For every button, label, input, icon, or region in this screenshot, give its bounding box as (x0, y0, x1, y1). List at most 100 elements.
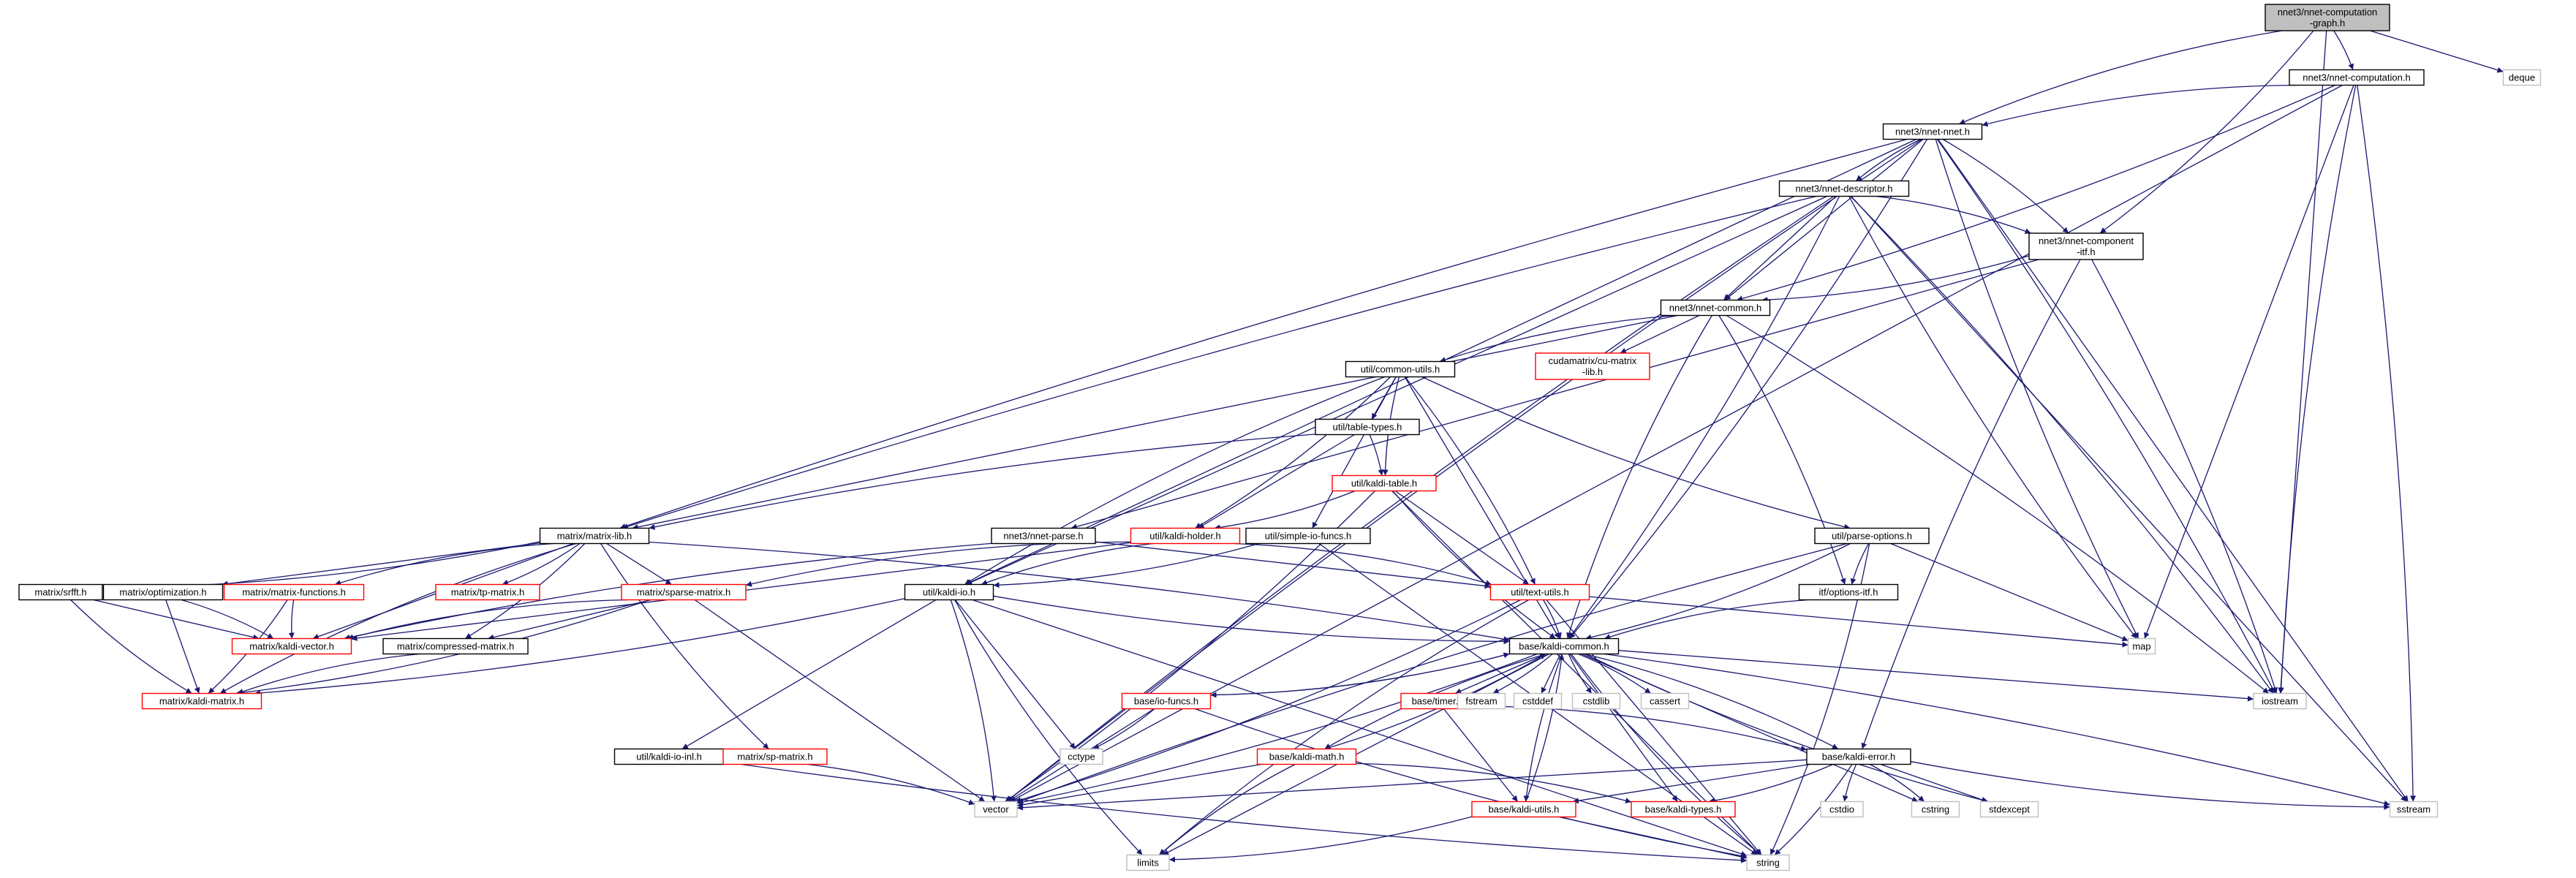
edge-matrix-lib-to-kaldi-common (649, 541, 1510, 643)
edge-line (2144, 85, 2354, 639)
node-kaldi-vector[interactable]: matrix/kaldi-vector.h (231, 637, 352, 655)
edge-line (622, 195, 1817, 529)
node-label: nnet3/nnet-descriptor.h (1796, 183, 1893, 194)
node-nnet-computation[interactable]: nnet3/nnet-computation.h (2289, 69, 2425, 86)
edge-text-utils-to-map (1589, 596, 2129, 648)
node-cstdlib: cstdlib (1571, 692, 1621, 710)
edge-line (649, 434, 1316, 530)
node-label: util/table-types.h (1333, 422, 1402, 433)
node-kaldi-math[interactable]: base/kaldi-math.h (1256, 748, 1357, 765)
edge-nnet-computation-to-map (2144, 85, 2354, 639)
node-timer[interactable]: base/timer.h (1400, 692, 1475, 710)
node-box (1571, 692, 1621, 710)
node-optimization[interactable]: matrix/optimization.h (102, 583, 224, 601)
edge-line (1726, 314, 2270, 695)
node-kaldi-holder[interactable]: util/kaldi-holder.h (1130, 527, 1241, 545)
node-box (539, 527, 650, 545)
edge-kaldi-error-to-kaldi-types (1708, 763, 1834, 804)
node-nnet-parse[interactable]: nnet3/nnet-parse.h (991, 527, 1096, 545)
edge-line (1584, 653, 1839, 750)
node-srfft[interactable]: matrix/srfft.h (18, 583, 103, 601)
node-nnet-nnet[interactable]: nnet3/nnet-nnet.h (1882, 123, 1983, 140)
edge-kaldi-common-to-string (1571, 654, 1761, 855)
edge-line (181, 599, 274, 640)
edge-line (235, 599, 650, 696)
node-root[interactable]: nnet3/nnet-computation-graph.h (2265, 4, 2390, 31)
node-label: iostream (2262, 696, 2298, 707)
node-itf-options[interactable]: itf/options-itf.h (1798, 583, 1899, 601)
node-box (1457, 692, 1506, 710)
node-kaldi-matrix[interactable]: matrix/kaldi-matrix.h (141, 692, 262, 710)
node-nnet-descriptor[interactable]: nnet3/nnet-descriptor.h (1778, 180, 1910, 197)
edge-kaldi-common-to-kaldi-error (1584, 653, 1839, 750)
edge-line (1016, 763, 1262, 808)
edge-line (954, 599, 1076, 749)
node-matrix-functions[interactable]: matrix/matrix-functions.h (223, 583, 365, 601)
edge-line (1850, 543, 1870, 585)
edge-line (1861, 259, 2081, 749)
node-box (722, 748, 828, 765)
edge-line (1568, 654, 1593, 694)
node-box (231, 637, 352, 655)
node-compressed-matrix[interactable]: matrix/compressed-matrix.h (382, 637, 529, 655)
edge-line (972, 599, 1748, 857)
edge-line (723, 761, 1748, 863)
edge-line (1369, 434, 1384, 476)
node-cu-matrix-lib[interactable]: cudamatrix/cu-matrix-lib.h (1535, 352, 1650, 380)
node-kaldi-common[interactable]: base/kaldi-common.h (1508, 637, 1620, 655)
edge-line (1092, 708, 1155, 750)
edge-common-utils-to-kaldi-io (964, 376, 1386, 586)
edge-kaldi-common-to-cstring (1581, 653, 1919, 803)
edge-line (219, 542, 577, 695)
node-kaldi-table[interactable]: util/kaldi-table.h (1332, 474, 1437, 492)
node-table-types[interactable]: util/table-types.h (1315, 418, 1420, 436)
edge-line (102, 541, 540, 591)
edge-line (1869, 763, 1925, 802)
edge-nnet-nnet-to-iostream (1936, 139, 2276, 694)
edge-line (1454, 653, 1547, 695)
node-sparse-matrix[interactable]: matrix/sparse-matrix.h (621, 583, 747, 601)
node-kaldi-types[interactable]: base/kaldi-types.h (1631, 801, 1736, 818)
edge-kaldi-io-to-vector (950, 599, 997, 802)
edge-line (1718, 315, 1846, 585)
edge-line (1405, 376, 1536, 585)
node-sp-matrix[interactable]: matrix/sp-matrix.h (722, 748, 828, 765)
node-kaldi-utils[interactable]: base/kaldi-utils.h (1471, 801, 1576, 818)
node-label: matrix/tp-matrix.h (451, 587, 524, 598)
node-text-utils[interactable]: util/text-utils.h (1489, 583, 1590, 601)
node-parse-options[interactable]: util/parse-options.h (1814, 527, 1930, 545)
dependency-edges (70, 30, 2504, 863)
node-io-funcs[interactable]: base/io-funcs.h (1121, 692, 1212, 710)
node-stdexcept: stdexcept (1979, 801, 2039, 818)
node-kaldi-io-inl[interactable]: util/kaldi-io-inl.h (613, 748, 725, 765)
node-kaldi-error[interactable]: base/kaldi-error.h (1806, 748, 1911, 765)
node-tp-matrix[interactable]: matrix/tp-matrix.h (435, 583, 540, 601)
edge-line (2333, 30, 2354, 70)
edge-line (2099, 30, 2314, 234)
node-simple-io-funcs[interactable]: util/simple-io-funcs.h (1245, 527, 1371, 545)
node-common-utils[interactable]: util/common-utils.h (1345, 360, 1456, 378)
edge-line (1016, 759, 1808, 811)
node-kaldi-io[interactable]: util/kaldi-io.h (904, 583, 994, 601)
node-box (1798, 583, 1899, 601)
edge-line (1016, 542, 1848, 803)
node-nnet-component-itf[interactable]: nnet3/nnet-component-itf.h (2028, 232, 2144, 260)
edge-sparse-matrix-to-kaldi-matrix (235, 599, 650, 696)
node-label: util/parse-options.h (1832, 531, 1912, 542)
node-label: util/text-utils.h (1511, 587, 1568, 598)
node-label: itf/options-itf.h (1819, 587, 1878, 598)
node-label: map (2132, 641, 2150, 652)
edge-line (1937, 139, 2409, 802)
node-label: base/kaldi-types.h (1645, 804, 1722, 815)
node-matrix-lib[interactable]: matrix/matrix-lib.h (539, 527, 650, 545)
edge-optimization-to-kaldi-vector (181, 599, 274, 640)
node-box (974, 801, 1018, 818)
node-label: nnet3/nnet-common.h (1669, 303, 1761, 314)
node-box (1911, 801, 1960, 818)
node-nnet-common[interactable]: nnet3/nnet-common.h (1660, 299, 1771, 317)
edge-line (1724, 138, 1924, 301)
node-label: util/simple-io-funcs.h (1265, 531, 1352, 542)
edge-line (1910, 761, 2390, 810)
edge-line (1210, 652, 1510, 696)
edge-kaldi-common-to-timer (1454, 653, 1547, 695)
